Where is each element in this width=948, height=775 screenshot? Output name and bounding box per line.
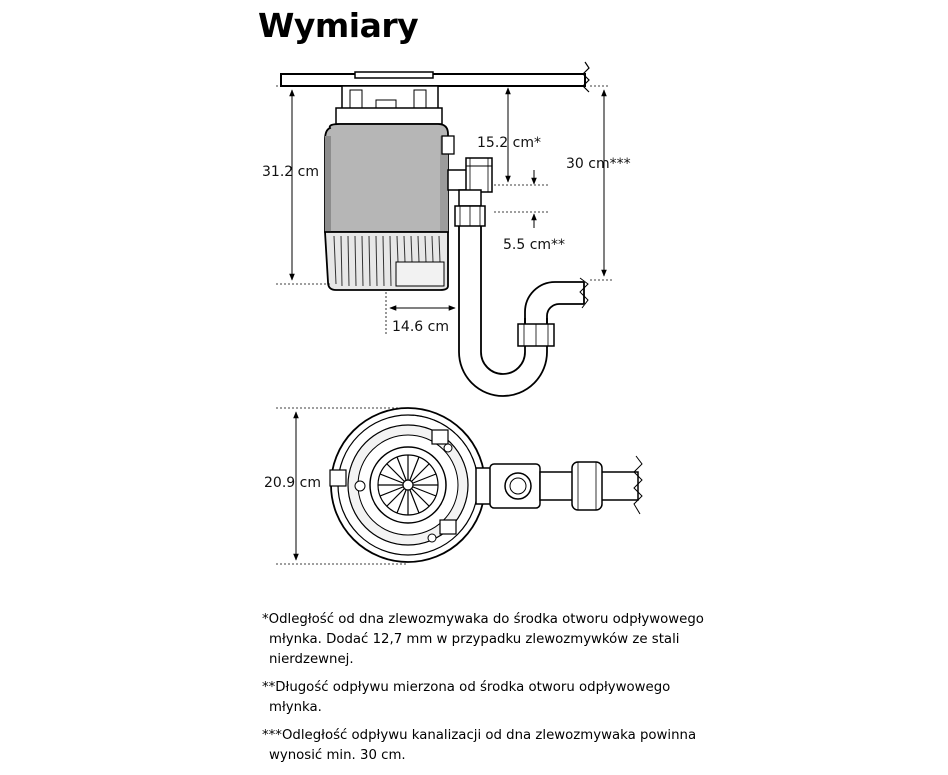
footnote-2: **Długość odpływu mierzona od środka otw… bbox=[262, 678, 732, 718]
dim-drain-label: 30 cm*** bbox=[566, 156, 631, 172]
page-title: Wymiary bbox=[258, 6, 419, 45]
dim-offset-label: 14.6 cm bbox=[392, 319, 449, 335]
dimension-diagram: 31.2 cm 15.2 cm* 30 cm*** 5.5 cm** 14.6 … bbox=[262, 61, 643, 565]
footnotes: *Odległość od dna zlewozmywaka do środka… bbox=[262, 610, 732, 774]
p-trap bbox=[458, 226, 548, 397]
footnote-1: *Odległość od dna zlewozmywaka do środka… bbox=[262, 610, 732, 670]
break-mark bbox=[582, 61, 590, 93]
footnote-line: nierdzewnej. bbox=[269, 652, 354, 667]
dim-diameter-label: 20.9 cm bbox=[264, 475, 321, 491]
footnote-line: młynka. bbox=[269, 700, 322, 715]
dim-height-label: 31.2 cm bbox=[262, 164, 319, 180]
grinder-body bbox=[324, 123, 449, 233]
footnote-3: ***Odległość odpływu kanalizacji od dna … bbox=[262, 726, 732, 766]
footnote-line: młynka. Dodać 12,7 mm w przypadku zlewoz… bbox=[269, 632, 680, 647]
footnote-line: **Długość odpływu mierzona od środka otw… bbox=[262, 680, 671, 695]
dim-outlet-label: 5.5 cm** bbox=[503, 237, 565, 253]
side-view: 31.2 cm 15.2 cm* 30 cm*** 5.5 cm** 14.6 … bbox=[262, 61, 631, 397]
footnote-line: ***Odległość odpływu kanalizacji od dna … bbox=[262, 728, 697, 743]
footnote-line: *Odległość od dna zlewozmywaka do środka… bbox=[262, 612, 704, 627]
footnote-line: wynosić min. 30 cm. bbox=[269, 748, 406, 763]
dim-inlet-label: 15.2 cm* bbox=[477, 135, 541, 151]
top-view: 20.9 cm bbox=[264, 407, 643, 565]
